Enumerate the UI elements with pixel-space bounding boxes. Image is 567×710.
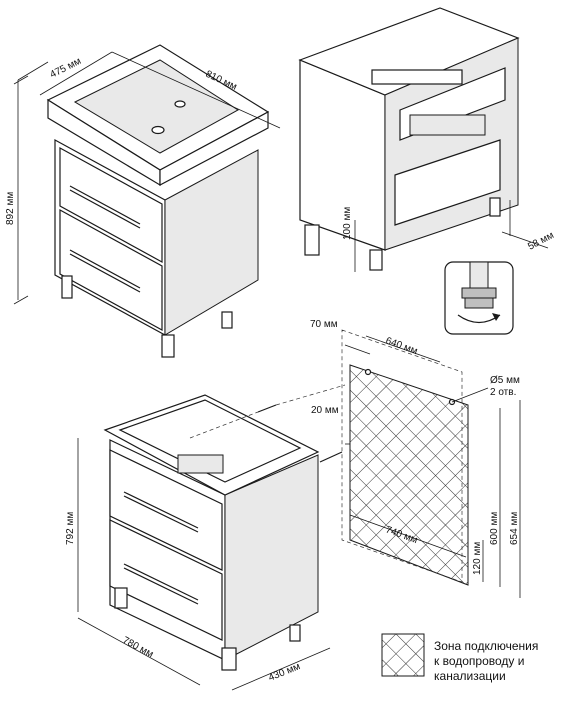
dim-sink-depth: 475 мм: [48, 56, 83, 81]
cabinet-frame-view: [298, 7, 549, 272]
dim-cabinet-width: 780 мм: [121, 635, 156, 660]
legend-swatch: [381, 633, 425, 677]
dim-zone-bottom: 120 мм: [472, 542, 483, 575]
legend-line-3: канализации: [434, 669, 506, 683]
adjustable-foot-icon: [444, 261, 514, 335]
dim-hole-count: 2 отв.: [490, 387, 516, 398]
legend-line-1: Зона подключения: [434, 639, 538, 653]
dim-leg-offset: 58 мм: [526, 230, 556, 253]
sink-cabinet-view: [13, 44, 281, 358]
dim-zone-height: 600 мм: [489, 512, 500, 545]
dim-hole-offset-x: 70 мм: [310, 319, 338, 330]
dim-hole-diameter: Ø5 мм: [490, 375, 520, 386]
dim-hole-offset-y: 20 мм: [311, 405, 339, 416]
dim-hole-height: 654 мм: [509, 512, 520, 545]
arrow-head-icon: [492, 313, 500, 321]
legend: [381, 633, 425, 677]
dim-total-height: 892 мм: [5, 192, 16, 225]
dim-hole-spacing: 640 мм: [384, 335, 419, 357]
dim-cabinet-height: 792 мм: [65, 512, 76, 545]
legend-line-2: к водопроводу и: [434, 654, 524, 668]
wall-connection-view: [341, 329, 521, 598]
cabinet-view: [77, 384, 346, 691]
dim-leg-height: 100 мм: [342, 207, 353, 240]
dim-cabinet-depth: 430 мм: [267, 661, 302, 684]
